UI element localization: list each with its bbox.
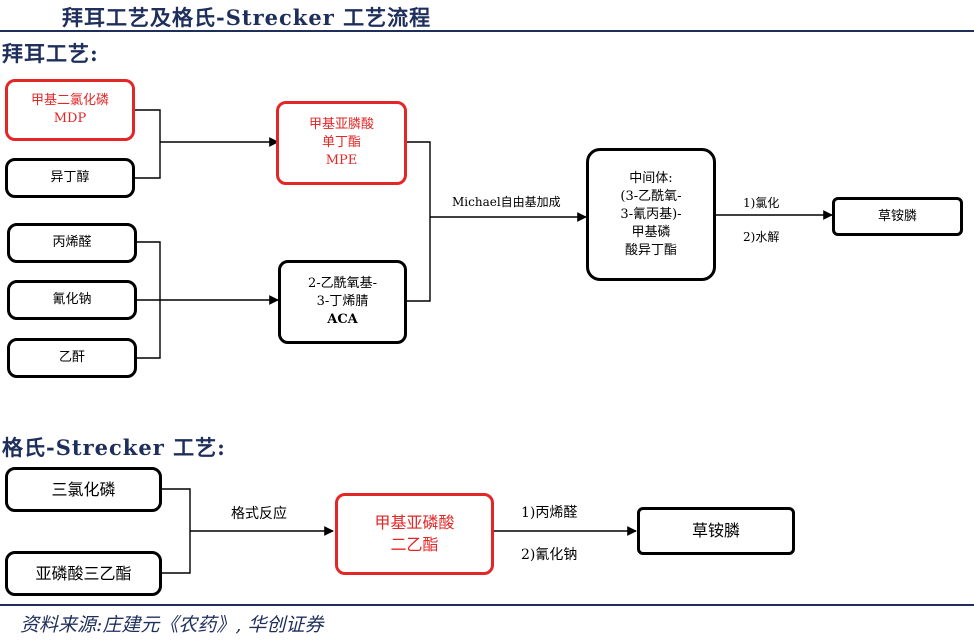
edge-label-grignard-reaction: 格式反应 — [231, 506, 287, 522]
node-mdp: 甲基二氯化磷 MDP — [5, 79, 135, 141]
node-aca-name: 2-乙酰氧基- 3-丁烯腈 — [307, 276, 378, 309]
bracket-mdp-isobutanol — [135, 109, 161, 179]
section-title-grignard: 格氏-Strecker 工艺: — [2, 435, 226, 460]
footer-divider — [0, 604, 974, 606]
node-acetic-anhydride: 乙酐 — [7, 338, 137, 378]
node-mpe: 甲基亚膦酸 单丁酯 MPE — [276, 101, 407, 185]
edge-label-chlorination: 1)氯化 — [743, 196, 780, 210]
node-isobutanol: 异丁醇 — [5, 158, 135, 198]
node-intermediate: 中间体: (3-乙酰氧- 3-氰丙基)- 甲基磷 酸异丁酯 — [586, 148, 716, 281]
header-divider — [0, 30, 974, 32]
node-acrolein: 丙烯醛 — [7, 223, 137, 263]
page-title: 拜耳工艺及格氏-Strecker 工艺流程 — [62, 5, 432, 30]
bracket-pcl3-phosphite — [162, 488, 191, 574]
bracket-mpe-aca — [407, 141, 431, 302]
edge-label-michael: Michael自由基加成 — [452, 195, 561, 209]
node-triethyl-phosphite: 亚磷酸三乙酯 — [5, 551, 162, 596]
node-glufosinate-grignard: 草铵膦 — [637, 507, 795, 555]
node-pcl3: 三氯化磷 — [5, 467, 162, 512]
node-diethyl-ester: 甲基亚磷酸 二乙酯 — [335, 493, 494, 575]
node-glufosinate-bayer: 草铵膦 — [832, 197, 963, 236]
section-title-bayer: 拜耳工艺: — [2, 41, 99, 66]
edge-label-acrolein: 1)丙烯醛 — [521, 505, 578, 521]
edge-label-nacn: 2)氰化钠 — [521, 547, 578, 563]
edge-label-hydrolysis: 2)水解 — [743, 230, 780, 244]
node-aca-abbr: ACA — [327, 312, 358, 327]
source-note: 资料来源:庄建元《农药》, 华创证券 — [20, 614, 324, 636]
node-aca: 2-乙酰氧基- 3-丁烯腈 ACA — [278, 260, 407, 344]
node-nacn: 氰化钠 — [7, 280, 137, 320]
